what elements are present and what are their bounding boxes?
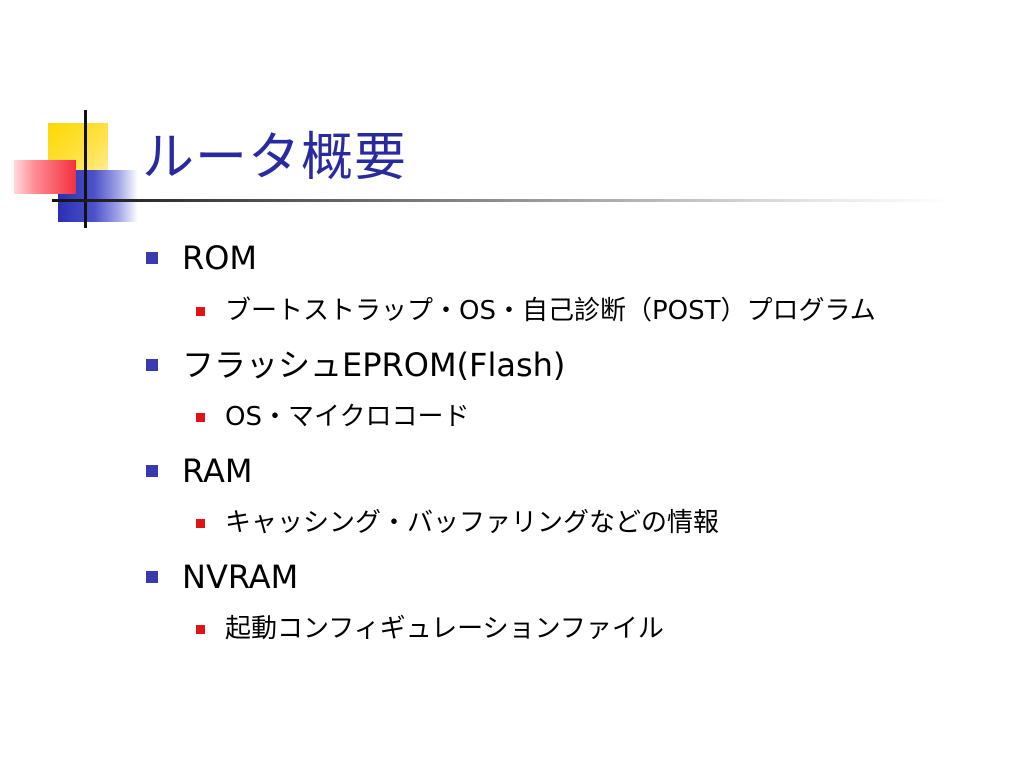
sub-bullet-nvram: 起動コンフィギュレーションファイル: [196, 612, 664, 646]
square-bullet-icon: [146, 571, 158, 583]
square-bullet-icon: [196, 306, 205, 316]
sub-bullet-ram: キャッシング・バッファリングなどの情報: [196, 506, 719, 540]
square-bullet-icon: [196, 624, 205, 634]
sub-bullet-label: OS・マイクロコード: [225, 402, 470, 432]
corner-vertical-line: [84, 110, 87, 228]
sub-bullet-label: キャッシング・バッファリングなどの情報: [225, 508, 720, 538]
square-bullet-icon: [196, 412, 205, 422]
bullet-item-ram: RAM: [146, 451, 252, 491]
slide-title: ルータ概要: [142, 128, 408, 188]
sub-bullet-label: 起動コンフィギュレーションファイル: [225, 614, 664, 644]
square-bullet-icon: [196, 518, 205, 528]
bullet-label: ROM: [182, 239, 258, 277]
bullet-label: NVRAM: [182, 558, 299, 596]
square-bullet-icon: [146, 359, 158, 371]
square-bullet-icon: [146, 252, 158, 264]
corner-red-bar: [14, 160, 76, 194]
sub-bullet-rom: ブートストラップ・OS・自己診断（POST）プログラム: [196, 294, 876, 328]
bullet-label: RAM: [182, 452, 253, 490]
bullet-label: フラッシュEPROM(Flash): [182, 346, 566, 384]
bullet-item-flash: フラッシュEPROM(Flash): [146, 345, 565, 385]
title-underline: [52, 199, 952, 202]
sub-bullet-flash: OS・マイクロコード: [196, 400, 469, 434]
bullet-item-rom: ROM: [146, 238, 257, 278]
sub-bullet-label: ブートストラップ・OS・自己診断（POST）プログラム: [225, 296, 876, 326]
square-bullet-icon: [146, 465, 158, 477]
bullet-item-nvram: NVRAM: [146, 557, 298, 597]
